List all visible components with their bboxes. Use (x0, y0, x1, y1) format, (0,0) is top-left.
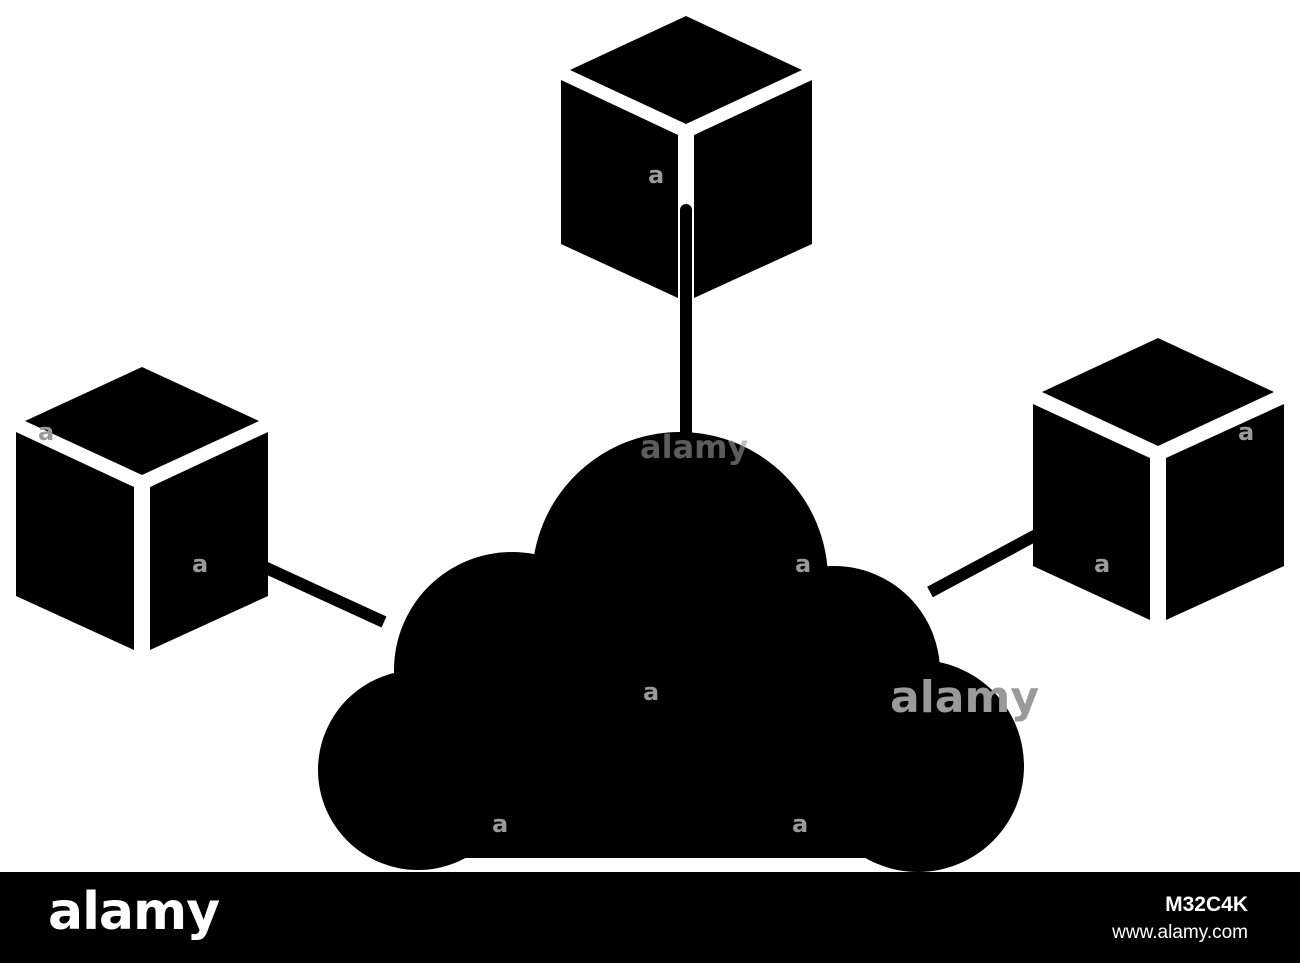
footer-bar: alamy M32C4K www.alamy.com (0, 872, 1300, 963)
watermark-mark: a (795, 550, 811, 578)
watermark-mark: a (1238, 418, 1254, 446)
cloud-network-illustration: a a a a a a a a a alamy alamy (16, 16, 1284, 872)
image-id: M32C4K (1165, 893, 1248, 916)
watermark-mark: a (643, 678, 659, 706)
cube-top-icon (561, 16, 812, 298)
connector-right (927, 528, 1041, 598)
watermark-mark: a (492, 810, 508, 838)
watermark-mark: a (192, 550, 208, 578)
watermark-mark: a (648, 161, 664, 189)
watermark-mark: a (1094, 550, 1110, 578)
watermark-mark: a (38, 418, 54, 446)
image-url: www.alamy.com (1112, 922, 1248, 943)
cube-left-icon (16, 367, 268, 650)
watermark-logo: alamy (890, 672, 1039, 723)
watermark-layer: a a a a a a a a a alamy alamy (38, 161, 1254, 838)
watermark-logo: alamy (640, 428, 749, 466)
brand-logo: alamy (48, 882, 220, 942)
watermark-mark: a (792, 810, 808, 838)
cube-right-icon (1033, 338, 1284, 620)
cloud-icon (318, 432, 1024, 872)
connector-left (259, 560, 387, 628)
